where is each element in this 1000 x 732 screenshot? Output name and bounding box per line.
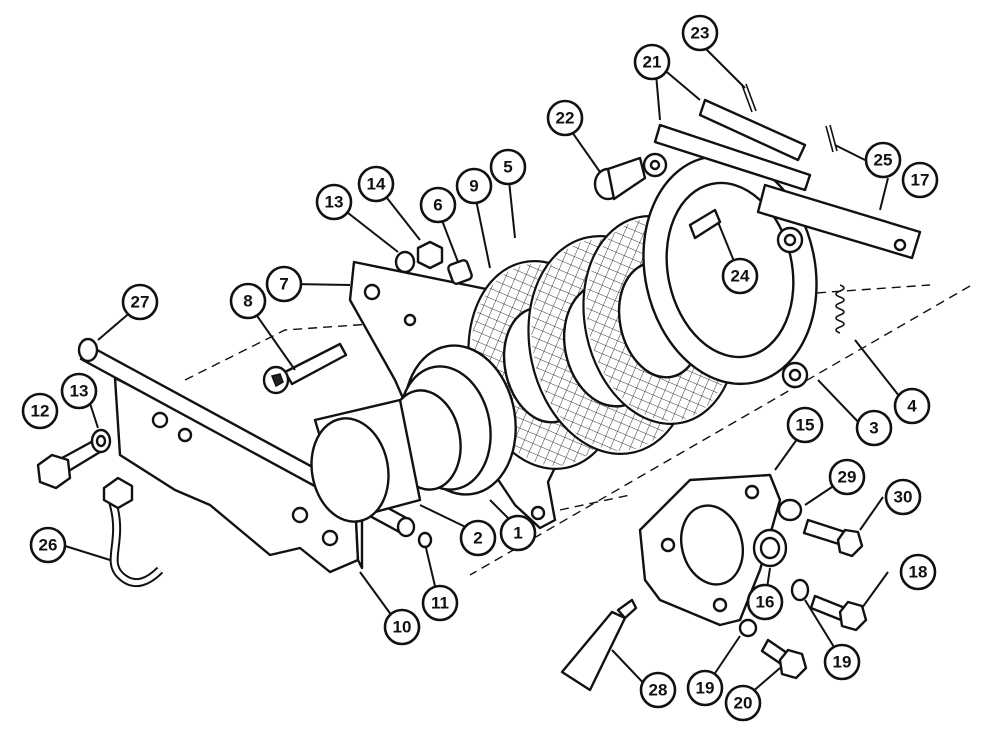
callout-2: 2 <box>459 519 497 557</box>
part-4-spring <box>835 284 845 334</box>
svg-text:19: 19 <box>833 653 852 672</box>
part-15-cover <box>638 473 782 627</box>
callout-25: 25 <box>864 141 902 179</box>
part-24-pin <box>688 208 722 240</box>
part-30-bolt <box>802 518 864 558</box>
svg-text:12: 12 <box>31 402 50 421</box>
callout-21: 21 <box>633 43 671 81</box>
svg-text:10: 10 <box>393 618 412 637</box>
part-23-cotter-pin <box>741 83 757 113</box>
callout-3: 3 <box>855 409 893 447</box>
svg-text:29: 29 <box>838 468 857 487</box>
part-29-bush <box>777 498 803 522</box>
callout-1: 1 <box>499 514 537 552</box>
part-21-levers <box>653 98 812 192</box>
svg-text:4: 4 <box>907 397 917 416</box>
callout-19-right: 19 <box>823 643 861 681</box>
svg-text:22: 22 <box>556 109 575 128</box>
callout-8: 8 <box>229 282 267 320</box>
svg-text:6: 6 <box>433 196 442 215</box>
callout-23: 23 <box>681 14 719 52</box>
svg-text:2: 2 <box>473 529 482 548</box>
part-22-pin <box>593 156 647 201</box>
part-14-nut <box>416 240 444 270</box>
part-11-o-ring <box>417 531 433 549</box>
part-12-bolt <box>36 438 102 490</box>
svg-text:18: 18 <box>909 563 928 582</box>
callout-26: 26 <box>29 526 67 564</box>
part-13-washer-left <box>90 428 112 454</box>
callout-20: 20 <box>724 684 762 722</box>
svg-text:11: 11 <box>431 594 449 613</box>
callout-10: 10 <box>383 608 421 646</box>
svg-text:21: 21 <box>643 53 662 72</box>
svg-text:17: 17 <box>911 171 930 190</box>
callout-15: 15 <box>786 406 824 444</box>
part-18-bolt <box>809 594 868 632</box>
part-19-washers <box>738 578 810 638</box>
part-16-seal <box>752 528 788 568</box>
part-26-pipe <box>102 476 164 588</box>
svg-text:13: 13 <box>70 382 89 401</box>
svg-text:24: 24 <box>731 267 750 286</box>
svg-text:3: 3 <box>869 419 878 438</box>
callout-27: 27 <box>121 283 159 321</box>
svg-text:5: 5 <box>503 158 512 177</box>
svg-text:27: 27 <box>131 293 150 312</box>
part-17-lever-arm <box>756 183 922 260</box>
svg-text:1: 1 <box>513 524 522 543</box>
svg-text:13: 13 <box>325 193 344 212</box>
svg-text:26: 26 <box>39 536 58 555</box>
svg-text:25: 25 <box>874 151 893 170</box>
callout-17: 17 <box>901 161 939 199</box>
svg-text:14: 14 <box>367 175 386 194</box>
svg-text:15: 15 <box>796 416 815 435</box>
callout-11: 11 <box>421 584 459 622</box>
part-2-sleeve <box>310 398 422 523</box>
callout-4: 4 <box>893 387 931 425</box>
part-13-washer-top <box>394 250 416 274</box>
callout-28: 28 <box>639 671 677 709</box>
callout-5: 5 <box>489 148 527 186</box>
part-25-cotter-pin <box>825 124 838 153</box>
callout-12: 12 <box>21 392 59 430</box>
callout-18: 18 <box>899 553 937 591</box>
svg-text:9: 9 <box>469 177 478 196</box>
callout-14: 14 <box>357 165 395 203</box>
svg-text:20: 20 <box>734 694 753 713</box>
callout-24: 24 <box>721 257 759 295</box>
svg-text:23: 23 <box>691 24 710 43</box>
part-8-cap-screw <box>262 342 348 395</box>
callout-30: 30 <box>884 478 922 516</box>
callout-13-left: 13 <box>60 372 98 410</box>
part-6-spacer <box>447 259 473 285</box>
svg-text:16: 16 <box>756 593 775 612</box>
callout-29: 29 <box>828 458 866 496</box>
svg-text:7: 7 <box>279 275 288 294</box>
part-28-sealant-tube <box>560 598 638 692</box>
callout-6: 6 <box>419 186 457 224</box>
part-20-bolt <box>760 638 808 680</box>
callout-19-left: 19 <box>686 669 724 707</box>
callout-16: 16 <box>746 583 784 621</box>
callout-22: 22 <box>546 99 584 137</box>
svg-text:19: 19 <box>696 679 715 698</box>
callout-9: 9 <box>455 167 493 205</box>
svg-text:8: 8 <box>243 292 252 311</box>
svg-text:28: 28 <box>649 681 668 700</box>
callout-7: 7 <box>265 265 303 303</box>
callouts: 1 2 3 4 5 6 7 8 9 10 11 12 13 13 14 15 1… <box>21 14 939 722</box>
svg-text:30: 30 <box>894 488 913 507</box>
callout-13-top: 13 <box>315 183 353 221</box>
